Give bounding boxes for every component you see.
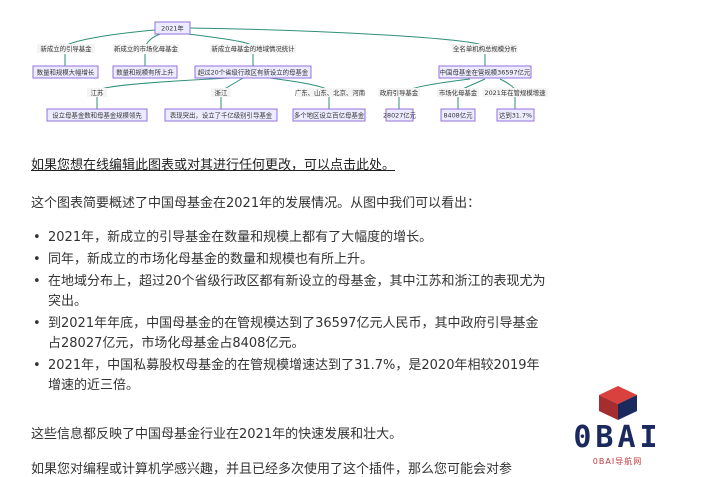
watermark: 0BAI 0BAI导航网 — [515, 380, 720, 469]
branch-label-guide-fund: 新成立的引导基金 — [40, 44, 92, 53]
svg-text:28027亿元: 28027亿元 — [383, 111, 417, 120]
label-jiangsu: 江苏 — [91, 88, 104, 97]
node-root: 2021年 — [154, 21, 191, 35]
svg-text:表现突出，设立了千亿级别引导基金: 表现突出，设立了千亿级别引导基金 — [170, 111, 273, 120]
sub-labels: 江苏 浙江 广东、山东、北京、河南 政府引导基金 市场化母基金 2021年在管规… — [87, 88, 548, 97]
label-other-regions: 广东、山东、北京、河南 — [295, 88, 366, 97]
svg-text:数量和规模有所上升: 数量和规模有所上升 — [116, 68, 174, 77]
svg-text:多个地区设立百亿母基金: 多个地区设立百亿母基金 — [294, 111, 365, 120]
node-total-scale: 中国母基金在管规模36597亿元 — [438, 65, 532, 79]
branch-label-scale: 全名单机构总规模分析 — [453, 44, 518, 53]
node-other-regions: 多个地区设立百亿母基金 — [292, 108, 366, 122]
svg-text:设立母基金数和母基金规模领先: 设立母基金数和母基金规模领先 — [52, 111, 142, 120]
node-gov-fund-value: 28027亿元 — [383, 108, 417, 122]
node-growth-value: 达到31.7% — [496, 108, 535, 122]
node-region-count: 超过20个省级行政区有新设立的母基金 — [194, 65, 312, 79]
list-item: 同年，新成立的市场化母基金的数量和规模也有所上升。 — [31, 250, 551, 270]
mindmap-diagram: 2021年 新成立的引导基金 新成立的市场化母基金 新成立母基金的地域情况统计 … — [32, 21, 548, 122]
label-market-fund: 市场化母基金 — [439, 88, 478, 97]
svg-text:数量和规模大幅增长: 数量和规模大幅增长 — [37, 68, 95, 77]
branch-label-market-fund: 新成立的市场化母基金 — [114, 44, 179, 53]
list-item: 到2021年年底，中国母基金的在管规模达到了36597亿元人民币，其中政府引导基… — [31, 314, 551, 354]
label-growth-rate: 2021年在管规模增速 — [485, 88, 547, 97]
node-market-fund-value: 8408亿元 — [440, 108, 476, 122]
list-item: 在地域分布上，超过20个省级行政区都有新设立的母基金，其中江苏和浙江的表现尤为突… — [31, 272, 551, 312]
branch-labels: 新成立的引导基金 新成立的市场化母基金 新成立母基金的地域情况统计 全名单机构总… — [37, 44, 518, 53]
svg-text:达到31.7%: 达到31.7% — [499, 111, 532, 120]
list-item: 2021年，中国私募股权母基金的在管规模增速达到了31.7%，是2020年相较2… — [31, 356, 551, 396]
trailing-paragraph: 如果您对编程或计算机学感兴趣，并且已经多次使用了这个插件，那么您可能会对参 — [31, 462, 513, 477]
svg-text:中国母基金在管规模36597亿元: 中国母基金在管规模36597亿元 — [440, 68, 531, 77]
watermark-brand: 0BAI — [573, 420, 662, 455]
node-market-growth: 数量和规模有所上升 — [112, 65, 178, 79]
intro-paragraph: 这个图表简要概述了中国母基金在2021年的发展情况。从图中我们可以看出： — [31, 196, 481, 211]
svg-text:超过20个省级行政区有新设立的母基金: 超过20个省级行政区有新设立的母基金 — [198, 68, 309, 77]
node-jiangsu: 设立母基金数和母基金规模领先 — [46, 108, 148, 122]
branch-label-region: 新成立母基金的地域情况统计 — [211, 44, 295, 53]
cube-logo-icon — [599, 386, 637, 420]
conclusion-paragraph: 这些信息都反映了中国母基金行业在2021年的快速发展和壮大。 — [31, 427, 403, 442]
label-zhejiang: 浙江 — [215, 88, 228, 97]
label-gov-fund: 政府引导基金 — [380, 88, 419, 97]
node-guide-growth: 数量和规模大幅增长 — [32, 65, 99, 79]
list-item: 2021年，新成立的引导基金在数量和规模上都有了大幅度的增长。 — [31, 228, 551, 248]
edit-chart-link[interactable]: 如果您想在线编辑此图表或对其进行任何更改，可以点击此处。 — [31, 158, 396, 173]
watermark-subtitle: 0BAI导航网 — [592, 457, 643, 466]
svg-text:8408亿元: 8408亿元 — [443, 111, 473, 120]
node-zhejiang: 表现突出，设立了千亿级别引导基金 — [164, 108, 278, 122]
summary-list: 2021年，新成立的引导基金在数量和规模上都有了大幅度的增长。 同年，新成立的市… — [31, 228, 551, 398]
svg-text:2021年: 2021年 — [161, 24, 184, 33]
